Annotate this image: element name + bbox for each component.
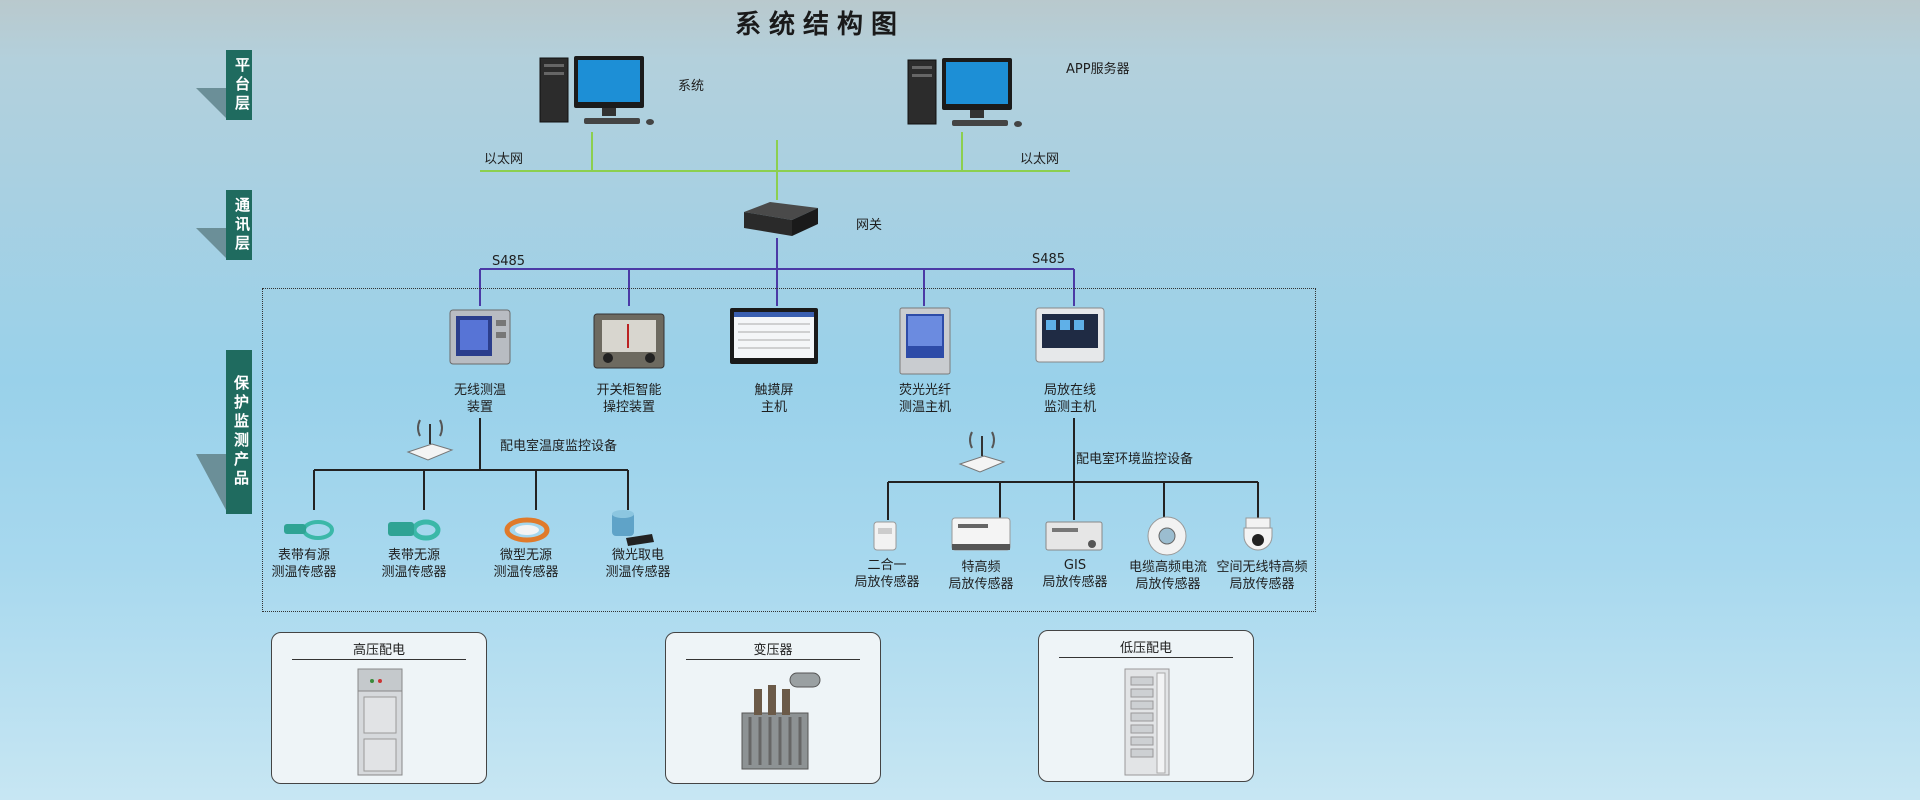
device-label: 局放在线监测主机 (1043, 383, 1096, 415)
wireless-receiver-icon (958, 431, 1006, 473)
sensor-label: 微型无源测温传感器 (493, 548, 559, 580)
ethernet-label-right: 以太网 (1020, 152, 1060, 167)
sensor-label: 电缆高频电流局放传感器 (1128, 560, 1207, 592)
layer-platform: 平台层 (226, 50, 252, 120)
wireless-temp-device-icon (449, 309, 511, 365)
uhf-pd-sensor-icon (951, 517, 1011, 551)
fiber-temp-host-icon (899, 307, 951, 375)
transformer-icon (741, 672, 821, 770)
active-strap-sensor-icon (284, 520, 334, 540)
panel-lv-distribution: 低压配电 (1038, 630, 1254, 782)
sensor-label: 二合一局放传感器 (854, 558, 920, 590)
rs485-label-right: S485 (1032, 252, 1066, 267)
temp-group-label: 配电室温度监控设备 (500, 439, 618, 454)
device-label: 无线测温装置 (453, 383, 506, 415)
layer-shadow (196, 454, 226, 510)
two-in-one-pd-sensor-icon (873, 521, 897, 551)
sensor-label: 空间无线特高频局放传感器 (1216, 560, 1308, 592)
env-group-label: 配电室环境监控设备 (1076, 452, 1194, 467)
device-label: 触摸屏主机 (754, 383, 794, 415)
panel-title: 低压配电 (1119, 641, 1172, 656)
switchgear-control-icon (593, 313, 665, 369)
panel-divider (686, 659, 860, 660)
panel-transformer: 变压器 (665, 632, 881, 784)
system-label: 系统 (678, 79, 705, 94)
pd-monitor-host-icon (1035, 307, 1105, 363)
cable-hfct-sensor-icon (1147, 516, 1187, 556)
panel-title: 变压器 (753, 643, 793, 658)
touchscreen-host-icon (730, 308, 818, 364)
hv-cabinet-icon (357, 668, 403, 776)
panel-divider (292, 659, 466, 660)
panel-hv-distribution: 高压配电 (271, 632, 487, 784)
space-uhf-sensor-icon (1243, 517, 1273, 551)
micro-passive-sensor-icon (504, 517, 550, 543)
wireless-receiver-icon (406, 419, 454, 461)
sensor-label: 特高频局放传感器 (948, 560, 1014, 592)
layer-shadow (196, 228, 226, 258)
layer-products: 保护监测产品 (226, 350, 252, 514)
micro-light-sensor-icon (612, 510, 654, 546)
app-server-icon (907, 58, 1022, 127)
diagram-title: 系统结构图 (734, 10, 905, 40)
app-server-label: APP服务器 (1066, 62, 1130, 77)
layer-shadow (196, 88, 226, 118)
product-area-border (262, 288, 1316, 612)
sensor-label: 微光取电测温传感器 (605, 548, 671, 580)
device-label: 荧光光纤测温主机 (898, 383, 951, 415)
panel-title: 高压配电 (352, 643, 405, 658)
gateway-icon (744, 202, 818, 236)
passive-strap-sensor-icon (388, 519, 441, 541)
rs485-label-left: S485 (492, 254, 526, 269)
ethernet-label-left: 以太网 (484, 152, 524, 167)
layer-communication: 通讯层 (226, 190, 252, 260)
sensor-label: 表带有源测温传感器 (271, 548, 337, 580)
gis-pd-sensor-icon (1045, 521, 1103, 551)
lv-cabinet-icon (1124, 668, 1170, 776)
system-computer-icon (539, 56, 654, 125)
sensor-label: 表带无源测温传感器 (381, 548, 447, 580)
gateway-label: 网关 (856, 218, 883, 233)
device-label: 开关柜智能操控装置 (596, 383, 662, 415)
panel-divider (1059, 657, 1233, 658)
